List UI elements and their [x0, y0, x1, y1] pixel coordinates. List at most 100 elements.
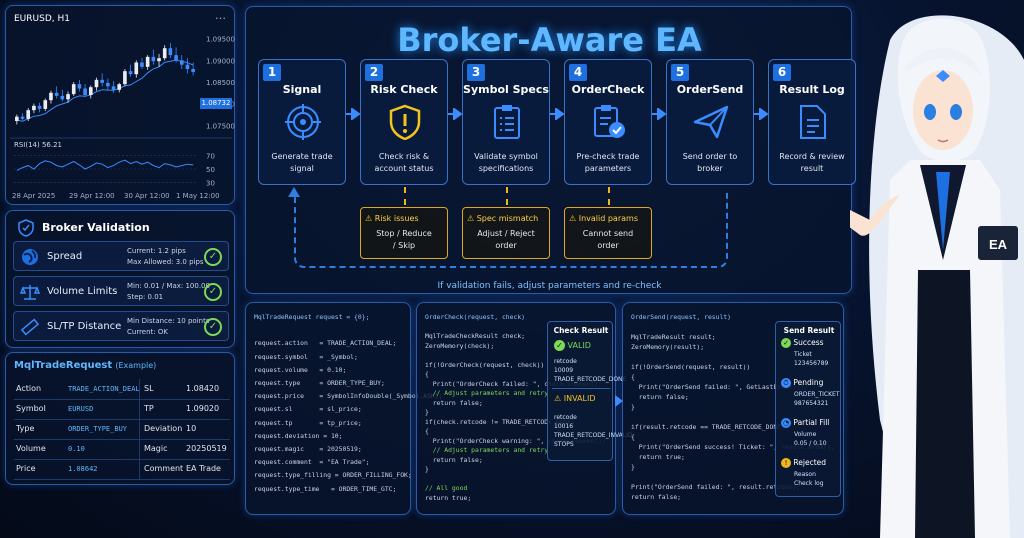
price-tick: 1.08500	[206, 79, 235, 87]
ea-badge: EA	[989, 237, 1008, 252]
code-line: request.magic = 20250519;	[254, 445, 362, 453]
arrow-right-icon	[754, 108, 768, 120]
retry-loop-line	[294, 193, 728, 268]
invalid-detail: retcode	[554, 414, 577, 421]
step-desc: signal	[290, 164, 314, 173]
candle-body	[145, 56, 150, 67]
table-key: Type	[16, 424, 35, 433]
invalid-detail: 10016	[554, 423, 574, 430]
code-line: }	[425, 408, 429, 416]
send-result-detail: 987654321	[794, 400, 829, 407]
code-line: // Adjust parameters and retry	[425, 446, 549, 454]
code-line: return true;	[425, 493, 472, 502]
candle-body	[37, 105, 42, 109]
request-code-panel: MqlTradeRequest request = {0}; request.ac…	[245, 302, 443, 515]
request-table-subtitle: (Example)	[115, 361, 157, 370]
code-line: {	[631, 433, 635, 441]
warning-connector	[506, 187, 508, 205]
code-line: }	[425, 465, 429, 473]
candle-body	[106, 82, 110, 87]
loop-arrow-up-icon	[288, 187, 300, 197]
send-result-detail: 0.05 / 0.10	[794, 440, 827, 447]
send-result-label: Rejected	[793, 458, 827, 467]
warning-desc: Cannot send	[582, 229, 634, 238]
candle-body	[134, 62, 139, 75]
send-result-detail: Volume	[794, 431, 817, 438]
step-desc: parameters	[584, 164, 632, 173]
code-line: return false;	[631, 393, 689, 401]
valid-detail: retcode	[554, 358, 577, 365]
warning-title: ⚠ Invalid params	[569, 214, 649, 223]
candle-body	[49, 92, 53, 101]
step-title: OrderSend	[676, 83, 744, 96]
step-desc: result	[800, 164, 824, 173]
scale-icon	[20, 285, 40, 300]
volume-min-max: Min: 0.01 / Max: 100.00	[127, 282, 210, 290]
price-chart-panel: EURUSD, H1 … 1.095001.090001.085001.0800…	[5, 5, 235, 205]
candle-body	[83, 88, 87, 95]
check-icon: ✓	[204, 248, 222, 266]
candle-body	[179, 60, 184, 65]
step-number: 3	[467, 64, 485, 81]
code-line: request.action = TRADE_ACTION_DEAL;	[254, 339, 397, 348]
spread-label: Spread	[47, 251, 83, 262]
candle-body	[117, 84, 122, 90]
candle-body	[54, 92, 59, 96]
table-value: 1.09020	[186, 404, 220, 413]
clipboard-list-icon	[494, 105, 520, 139]
warning-title: ⚠ Spec mismatch	[467, 214, 547, 223]
step-desc: Validate symbol	[474, 152, 538, 161]
send-icon	[693, 105, 729, 139]
warning-title: ⚠ Risk issues	[365, 214, 445, 223]
price-tick: 1.07500	[206, 122, 235, 130]
table-value: EA Trade	[186, 464, 221, 473]
rsi-tick: 50	[206, 166, 215, 174]
rsi-label: RSI(14) 56.21	[14, 141, 63, 149]
step-number: 1	[263, 64, 281, 81]
spread-max: Max Allowed: 3.0 pips	[127, 258, 204, 266]
invalid-detail: TRADE_RETCODE_INVALID	[554, 432, 633, 439]
code-line: MqlTradeRequest request = {0};	[254, 313, 370, 321]
send-result-item: ⏱ Pending	[781, 378, 823, 388]
warning-label: Risk issues	[374, 214, 419, 223]
candle-body	[15, 116, 19, 121]
candle-body	[128, 71, 133, 75]
moving-average-line	[16, 59, 194, 122]
warning-icon: ⚠	[554, 394, 562, 403]
chart-menu-icon[interactable]: …	[215, 9, 226, 22]
warning-shield-icon	[389, 104, 421, 140]
code-line: if(result.retcode == TRADE_RETCODE_DONE)	[631, 423, 785, 431]
table-key: Deviation	[144, 424, 183, 433]
globe-icon	[22, 249, 38, 265]
success-icon: ✓	[781, 338, 791, 348]
arrow-right-icon	[615, 395, 623, 407]
arrow-right-icon	[448, 108, 462, 120]
step-title: Symbol Specs	[463, 83, 549, 96]
send-result-item: ◔ Partial Fill	[781, 418, 829, 428]
warning-desc: Stop / Reduce	[376, 229, 432, 238]
candle-body	[123, 71, 127, 85]
warning-connector	[608, 187, 610, 205]
assistant-character: EA	[850, 15, 1024, 538]
alert-icon: !	[781, 458, 791, 468]
spread-row: Spread Current: 1.2 pips Max Allowed: 3.…	[13, 241, 229, 271]
table-value: 1.08642	[68, 465, 98, 473]
chart-symbol: EURUSD, H1	[14, 14, 70, 24]
check-result-title: Check Result	[553, 326, 609, 335]
rsi-line	[16, 159, 194, 171]
candle-body	[157, 58, 161, 62]
table-value: 20250519	[186, 444, 227, 453]
table-value: 0.10	[68, 445, 85, 453]
code-line: return true;	[631, 453, 685, 461]
validation-title: Broker Validation	[42, 221, 150, 234]
code-line: if(!OrderSend(request, result))	[631, 363, 751, 371]
candle-body	[20, 116, 25, 119]
code-line: return false;	[631, 493, 682, 501]
table-key: Magic	[144, 444, 168, 453]
